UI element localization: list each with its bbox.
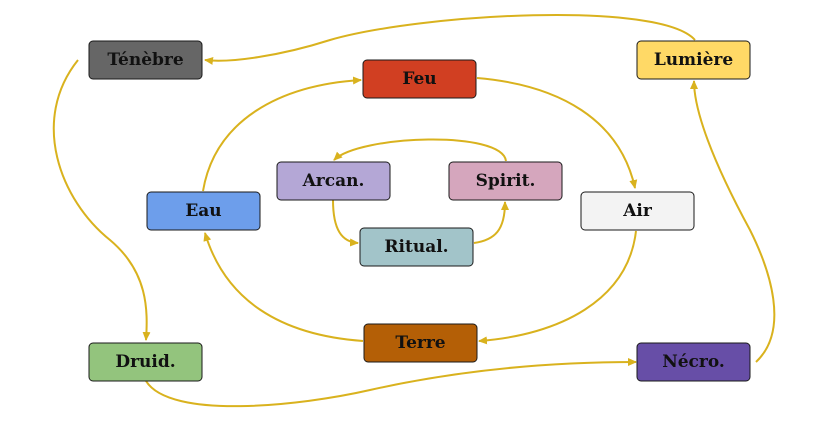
edge-necro-to-lumiere xyxy=(690,80,776,363)
node-spirit-label: Spirit. xyxy=(476,171,536,191)
edge-air-to-terre xyxy=(478,230,637,345)
node-druid-box xyxy=(88,342,203,382)
edge-eau-to-feu xyxy=(202,76,362,192)
edges xyxy=(52,13,776,408)
edge-tenebre-to-druid xyxy=(52,59,151,341)
edge-arcan-to-ritual xyxy=(332,199,359,247)
node-feu-box xyxy=(362,59,477,99)
node-eau-label: Eau xyxy=(185,201,221,221)
node-arcan-box xyxy=(276,161,391,201)
node-lumiere-box xyxy=(636,40,751,80)
node-druid: Druid. xyxy=(88,342,203,382)
edge-terre-to-eau xyxy=(203,232,364,342)
node-ritual-label: Ritual. xyxy=(384,237,448,257)
node-ritual: Ritual. xyxy=(359,227,474,267)
edge-feu-to-air xyxy=(476,77,638,189)
node-terre-box xyxy=(363,323,478,363)
node-air-label: Air xyxy=(622,201,653,221)
node-ritual-box xyxy=(359,227,474,267)
node-necro: Nécro. xyxy=(636,342,751,382)
node-necro-label: Nécro. xyxy=(662,352,725,372)
node-eau-box xyxy=(146,191,261,231)
edge-druid-to-necro xyxy=(145,358,637,408)
edge-lumiere-to-tenebre xyxy=(204,13,696,65)
node-arcan: Arcan. xyxy=(276,161,391,201)
node-lumiere-label: Lumière xyxy=(654,50,734,70)
node-air-box xyxy=(580,191,695,231)
edge-spirit-to-arcan xyxy=(333,138,507,162)
node-necro-box xyxy=(636,342,751,382)
node-spirit-box xyxy=(448,161,563,201)
node-terre: Terre xyxy=(363,323,478,363)
edge-ritual-to-spirit xyxy=(473,201,509,244)
node-lumiere: Lumière xyxy=(636,40,751,80)
node-eau: Eau xyxy=(146,191,261,231)
node-tenebre-label: Ténèbre xyxy=(107,50,184,70)
node-feu: Feu xyxy=(362,59,477,99)
node-druid-label: Druid. xyxy=(115,352,175,372)
node-air: Air xyxy=(580,191,695,231)
node-terre-label: Terre xyxy=(395,333,445,353)
node-feu-label: Feu xyxy=(402,69,436,89)
node-arcan-label: Arcan. xyxy=(302,171,365,191)
nodes: Ténèbre Feu Lumière Arcan. Spirit. Eau A… xyxy=(88,40,751,382)
node-tenebre: Ténèbre xyxy=(88,40,203,80)
node-spirit: Spirit. xyxy=(448,161,563,201)
node-tenebre-box xyxy=(88,40,203,80)
